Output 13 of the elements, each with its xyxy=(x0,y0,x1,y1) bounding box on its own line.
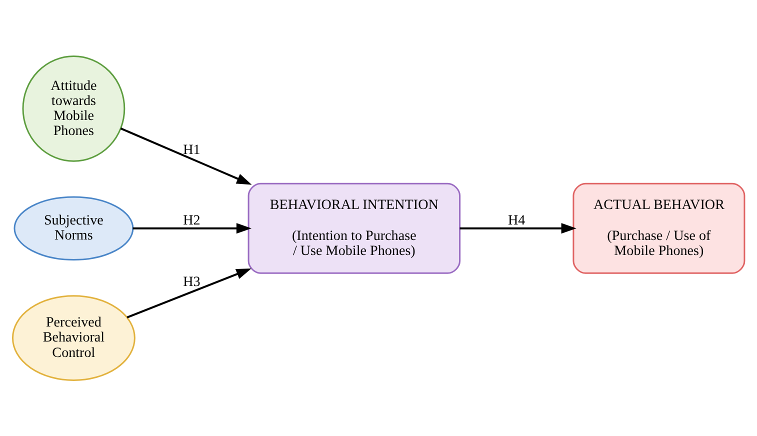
edge-label: H4 xyxy=(508,212,526,229)
arrow xyxy=(132,223,252,234)
edge-label: H3 xyxy=(183,274,200,290)
arrow xyxy=(460,223,576,234)
edge-label: H1 xyxy=(183,142,200,158)
node-ellipse: Subjective Norms xyxy=(14,196,134,261)
edge-label: H2 xyxy=(183,212,200,229)
arrow xyxy=(120,128,252,185)
node-circle: Attitude towards Mobile Phones xyxy=(22,55,126,162)
node-box: ACTUAL BEHAVIOR (Purchase / Use of Mobile Phones) xyxy=(572,182,746,274)
node-ellipse: Perceived Behavioral Control xyxy=(12,295,136,381)
arrow xyxy=(126,268,252,318)
node-box: BEHAVIORAL INTENTION (Intention to Purchase / Use Mobile Phones) xyxy=(248,182,461,274)
